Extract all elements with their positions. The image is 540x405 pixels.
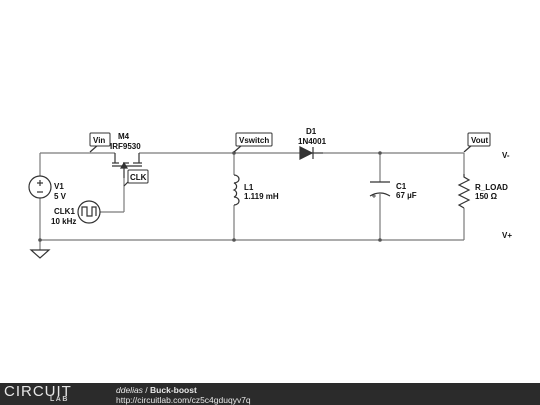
ground-symbol <box>29 249 51 259</box>
rload-ref: R_LOAD <box>475 183 508 192</box>
c1-value: 67 µF <box>396 191 417 200</box>
net-label-vswitch-text: Vswitch <box>239 136 269 145</box>
d1-ref: D1 <box>306 127 317 136</box>
voltage-source-v1[interactable] <box>28 175 52 199</box>
d1-model: 1N4001 <box>298 137 327 146</box>
circuit-url[interactable]: http://circuitlab.com/cz5c4gduqyv7q <box>116 395 251 405</box>
output-plus-label: V+ <box>502 231 512 240</box>
schematic-canvas: V1 5 V M4 IRF9530 CLK1 10 kHz L1 1.119 m… <box>28 127 512 259</box>
c1-ref: C1 <box>396 182 407 191</box>
net-label-clk-text: CLK <box>130 173 147 182</box>
junction-node <box>232 238 236 242</box>
rload-value: 150 Ω <box>475 192 498 201</box>
circuit-title[interactable]: Buck-boost <box>150 385 197 395</box>
m4-ref: M4 <box>118 132 130 141</box>
capacitor-c1[interactable] <box>369 181 391 198</box>
credit-separator: / <box>142 385 151 395</box>
clk1-value: 10 kHz <box>51 217 76 226</box>
circuit-credit: ddelias / Buck-boost <box>116 385 197 395</box>
net-label-vin-text: Vin <box>93 136 105 145</box>
resistor-rload[interactable] <box>457 174 471 209</box>
net-label-clk[interactable]: CLK <box>123 169 149 187</box>
wires <box>39 152 465 250</box>
mosfet-m4[interactable] <box>112 153 142 178</box>
author-name[interactable]: ddelias <box>116 385 143 395</box>
net-label-vout-text: Vout <box>471 136 489 145</box>
junction-node <box>232 151 236 155</box>
clock-source-clk1[interactable] <box>77 200 101 224</box>
output-minus-label: V- <box>502 151 510 160</box>
footer-bar: CIRCUIT LAB ddelias / Buck-boost http://… <box>0 383 540 405</box>
junction-node <box>38 238 42 242</box>
circuitlab-logo-sub: LAB <box>50 396 69 403</box>
junction-node <box>378 238 382 242</box>
inductor-l1[interactable] <box>232 174 240 206</box>
junction-node <box>378 151 382 155</box>
net-label-vswitch[interactable]: Vswitch <box>233 132 273 153</box>
diode-d1[interactable] <box>299 146 323 160</box>
circuitlab-logo[interactable]: CIRCUIT <box>4 383 72 400</box>
v1-value: 5 V <box>54 192 67 201</box>
clk1-ref: CLK1 <box>54 207 75 216</box>
net-label-vout[interactable]: Vout <box>463 132 491 153</box>
l1-value: 1.119 mH <box>244 192 279 201</box>
l1-ref: L1 <box>244 183 254 192</box>
v1-ref: V1 <box>54 182 64 191</box>
net-label-vin[interactable]: Vin <box>89 132 111 153</box>
m4-model: IRF9530 <box>110 142 141 151</box>
